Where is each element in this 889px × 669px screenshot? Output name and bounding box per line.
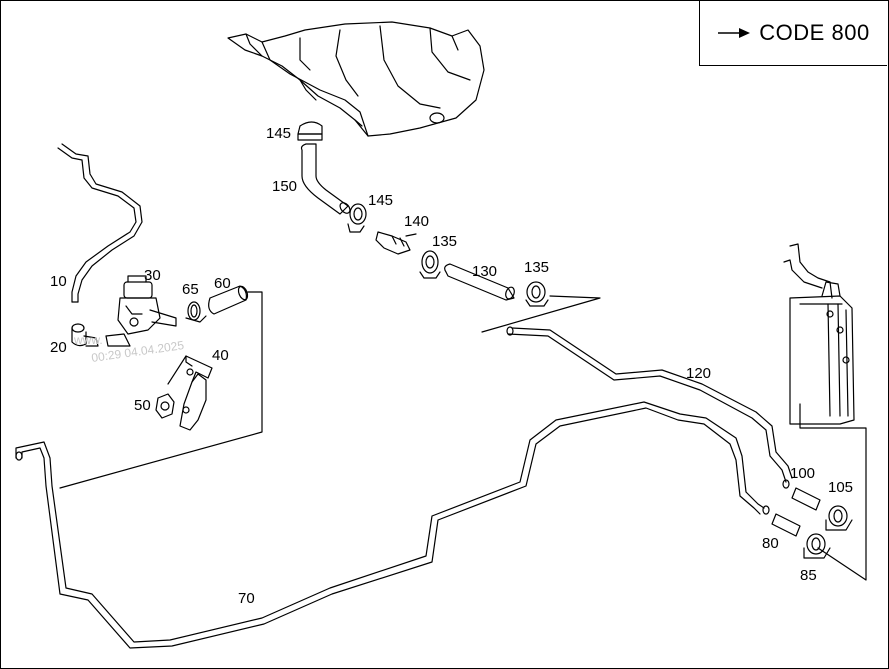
part-130-hose bbox=[444, 263, 515, 301]
part-85-clamp bbox=[803, 533, 831, 559]
callout-150: 150 bbox=[272, 178, 297, 195]
callout-30: 30 bbox=[144, 267, 161, 284]
part-135-clamp-a bbox=[419, 250, 441, 279]
part-20-connector bbox=[71, 323, 99, 347]
callout-80: 80 bbox=[762, 535, 779, 552]
callout-140: 140 bbox=[404, 213, 429, 230]
callout-10: 10 bbox=[50, 273, 67, 290]
callout-20: 20 bbox=[50, 339, 67, 356]
part-145-clamp bbox=[347, 203, 367, 233]
callout-105: 105 bbox=[828, 479, 853, 496]
part-60-hose bbox=[208, 285, 249, 315]
part-145-cap bbox=[297, 121, 323, 141]
callout-60: 60 bbox=[214, 275, 231, 292]
callout-130: 130 bbox=[472, 263, 497, 280]
callout-70: 70 bbox=[238, 590, 255, 607]
watermark-line1: www. bbox=[73, 333, 103, 347]
leader-canister bbox=[799, 403, 867, 581]
callout-100: 100 bbox=[790, 465, 815, 482]
part-50-nut bbox=[155, 393, 175, 419]
callout-145-b: 145 bbox=[368, 192, 393, 209]
callout-145-a: 145 bbox=[266, 125, 291, 142]
callout-135-a: 135 bbox=[432, 233, 457, 250]
callout-65: 65 bbox=[182, 281, 199, 298]
part-120-fuel-line bbox=[506, 326, 793, 483]
code-800-label: CODE 800 bbox=[759, 20, 870, 45]
part-100-hose bbox=[782, 479, 821, 511]
part-10-breather-pipe bbox=[57, 143, 143, 303]
fuel-tank-drawing bbox=[227, 21, 485, 137]
leader-135-to-120 bbox=[481, 295, 601, 333]
charcoal-canister-drawing bbox=[783, 243, 855, 425]
part-140-fitting bbox=[375, 231, 417, 255]
part-135-clamp-b bbox=[525, 281, 549, 307]
part-40-bracket bbox=[167, 355, 213, 431]
right-arrow-icon bbox=[718, 28, 751, 38]
part-70-fuel-line bbox=[15, 401, 765, 649]
callout-50: 50 bbox=[134, 397, 151, 414]
callout-135-b: 135 bbox=[524, 259, 549, 276]
code-800-box: CODE 800 bbox=[699, 1, 887, 66]
part-30-valve bbox=[105, 275, 177, 347]
part-65-clamp bbox=[185, 301, 207, 323]
callout-120: 120 bbox=[686, 365, 711, 382]
watermark-line2: 00:29 04.04.2025 bbox=[90, 338, 185, 365]
part-105-clamp bbox=[825, 505, 853, 531]
part-80-hose bbox=[762, 505, 801, 537]
part-150-hose bbox=[300, 143, 351, 215]
leader-left-group bbox=[59, 291, 263, 489]
callout-85: 85 bbox=[800, 567, 817, 584]
callout-40: 40 bbox=[212, 347, 229, 364]
